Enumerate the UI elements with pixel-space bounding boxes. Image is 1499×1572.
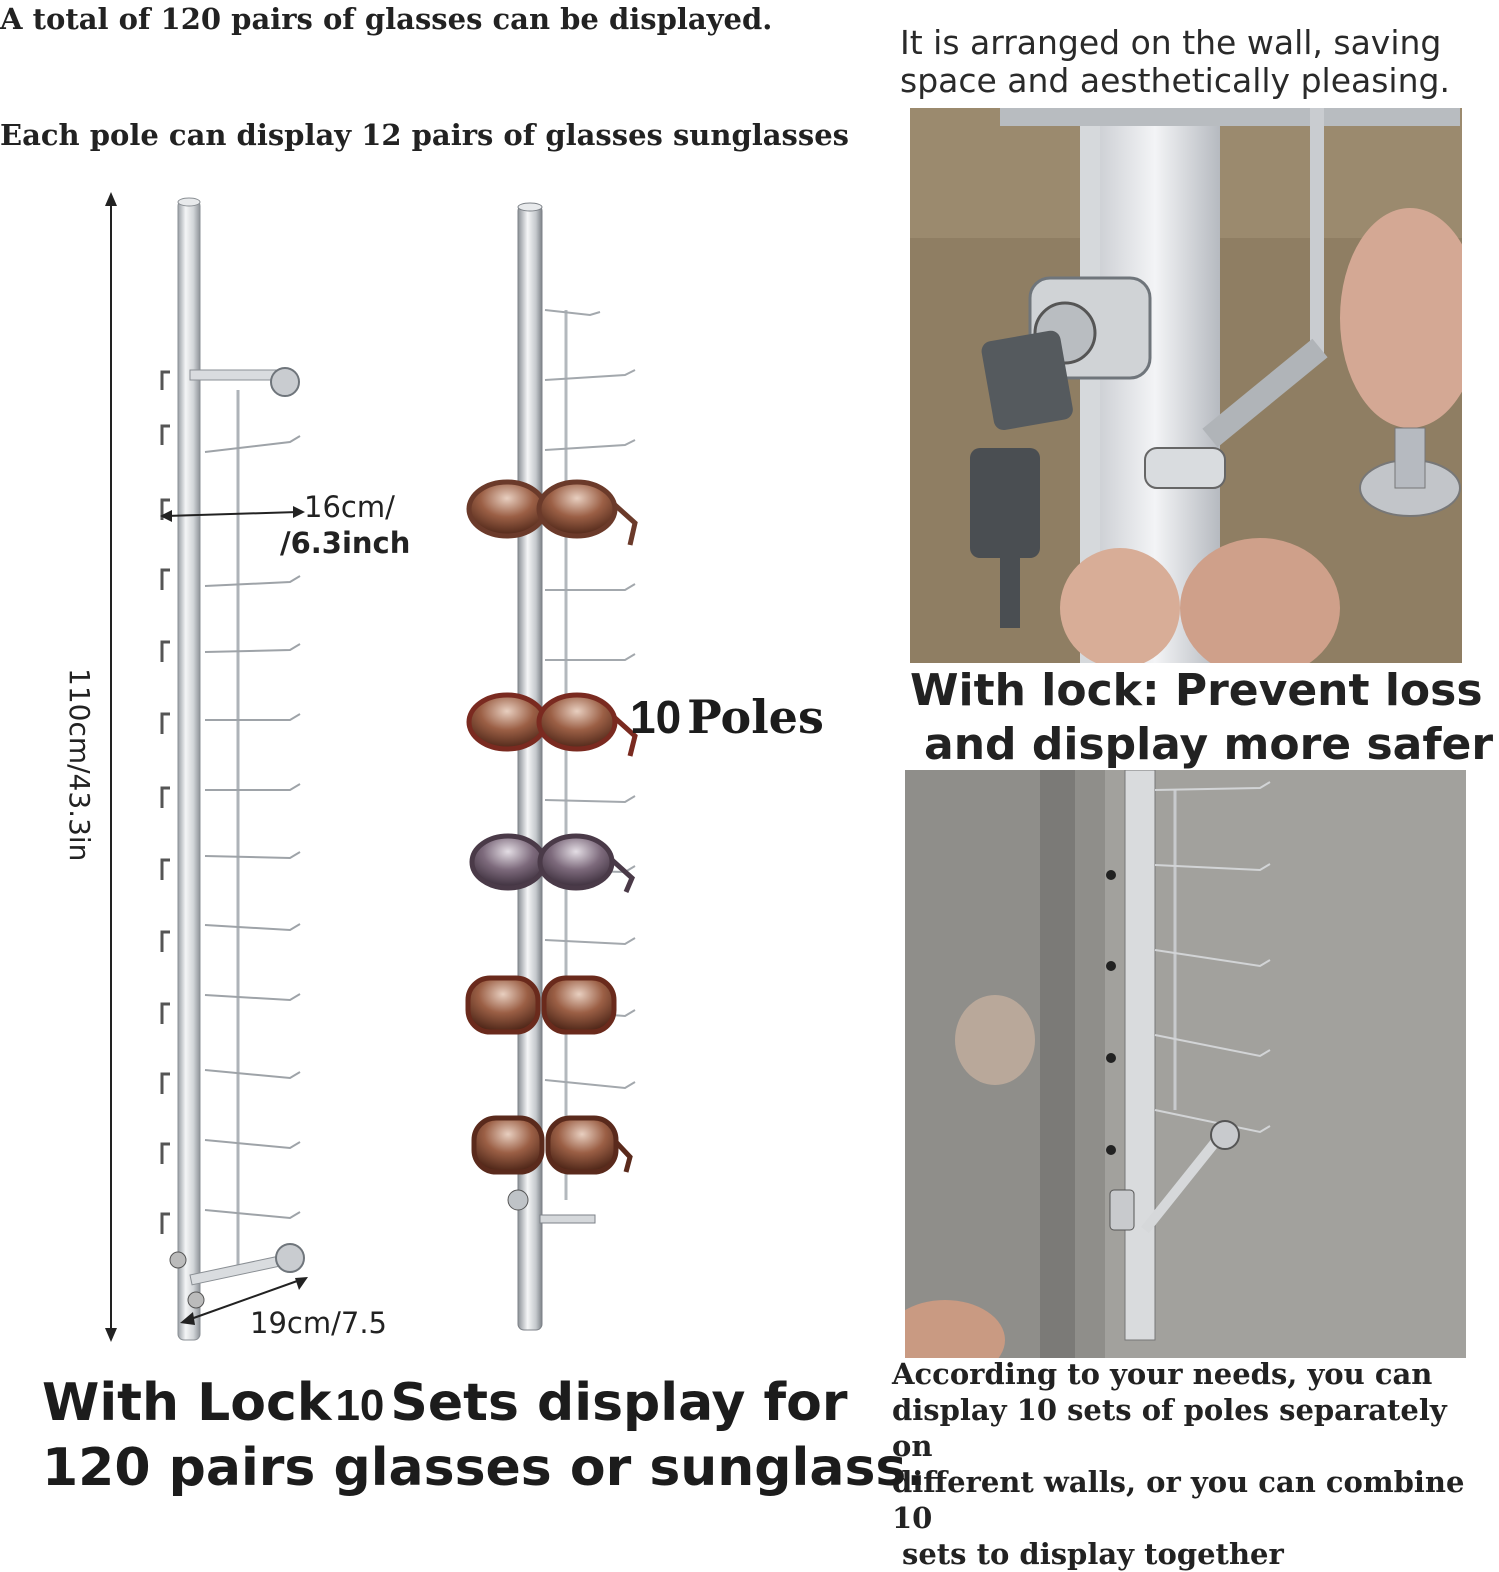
poles-count-word: Poles <box>687 690 824 744</box>
sunglasses-1 <box>466 479 638 546</box>
empty-pole-hooks <box>160 370 301 1234</box>
combine-note-line4: sets to display together <box>902 1537 1284 1571</box>
combine-note-line2: display 10 sets of poles separately on <box>892 1393 1447 1463</box>
sunglasses-2 <box>466 692 638 757</box>
wall-mounted-photo <box>905 770 1466 1358</box>
bottom-headline-part2: Sets display for <box>390 1373 848 1433</box>
depth-label: 19cm/7.5 <box>250 1306 387 1340</box>
bottom-headline-line2: 120 pairs glasses or sunglass. <box>42 1438 927 1498</box>
bottom-headline-part1: With Lock <box>42 1373 332 1433</box>
wall-caption-line1: It is arranged on the wall, saving <box>900 23 1442 62</box>
lock-closeup-photo <box>910 108 1462 663</box>
empty-pole-rack <box>169 197 305 1341</box>
combine-note: According to your needs, you can display… <box>892 1356 1497 1572</box>
height-label: 110cm/43.3in <box>63 668 96 862</box>
combine-note-line3: different walls, or you can combine 10 <box>892 1465 1465 1535</box>
lock-caption-line2: and display more safer <box>924 719 1494 770</box>
height-arrow <box>105 192 117 1342</box>
pole-capacity-text: Each pole can display 12 pairs of glasse… <box>0 118 849 152</box>
lock-caption-line1: With lock: Prevent loss <box>910 665 1483 716</box>
wall-caption: It is arranged on the wall, saving space… <box>900 24 1495 100</box>
sunglasses-5 <box>471 1115 633 1175</box>
wall-mounted-illustration <box>905 770 1466 1358</box>
depth-arrow <box>180 1277 308 1325</box>
width-arrow <box>160 506 305 522</box>
bottom-headline-number: 10 <box>335 1381 385 1430</box>
wall-caption-line2: space and aesthetically pleasing. <box>900 61 1450 100</box>
lock-caption: With lock: Prevent loss and display more… <box>910 664 1495 772</box>
poles-count-number: 10 <box>630 691 682 743</box>
height-label-wrap: 110cm/43.3in <box>56 660 136 880</box>
lock-closeup-illustration <box>910 108 1462 663</box>
sunglasses-4 <box>465 975 617 1035</box>
total-capacity-text: A total of 120 pairs of glasses can be d… <box>0 2 773 36</box>
width-label-bottom: /6.3inch <box>280 526 411 560</box>
combine-note-line1: According to your needs, you can <box>892 1357 1433 1391</box>
width-label-top: 16cm/ <box>304 490 395 524</box>
sunglasses-3 <box>469 833 636 893</box>
